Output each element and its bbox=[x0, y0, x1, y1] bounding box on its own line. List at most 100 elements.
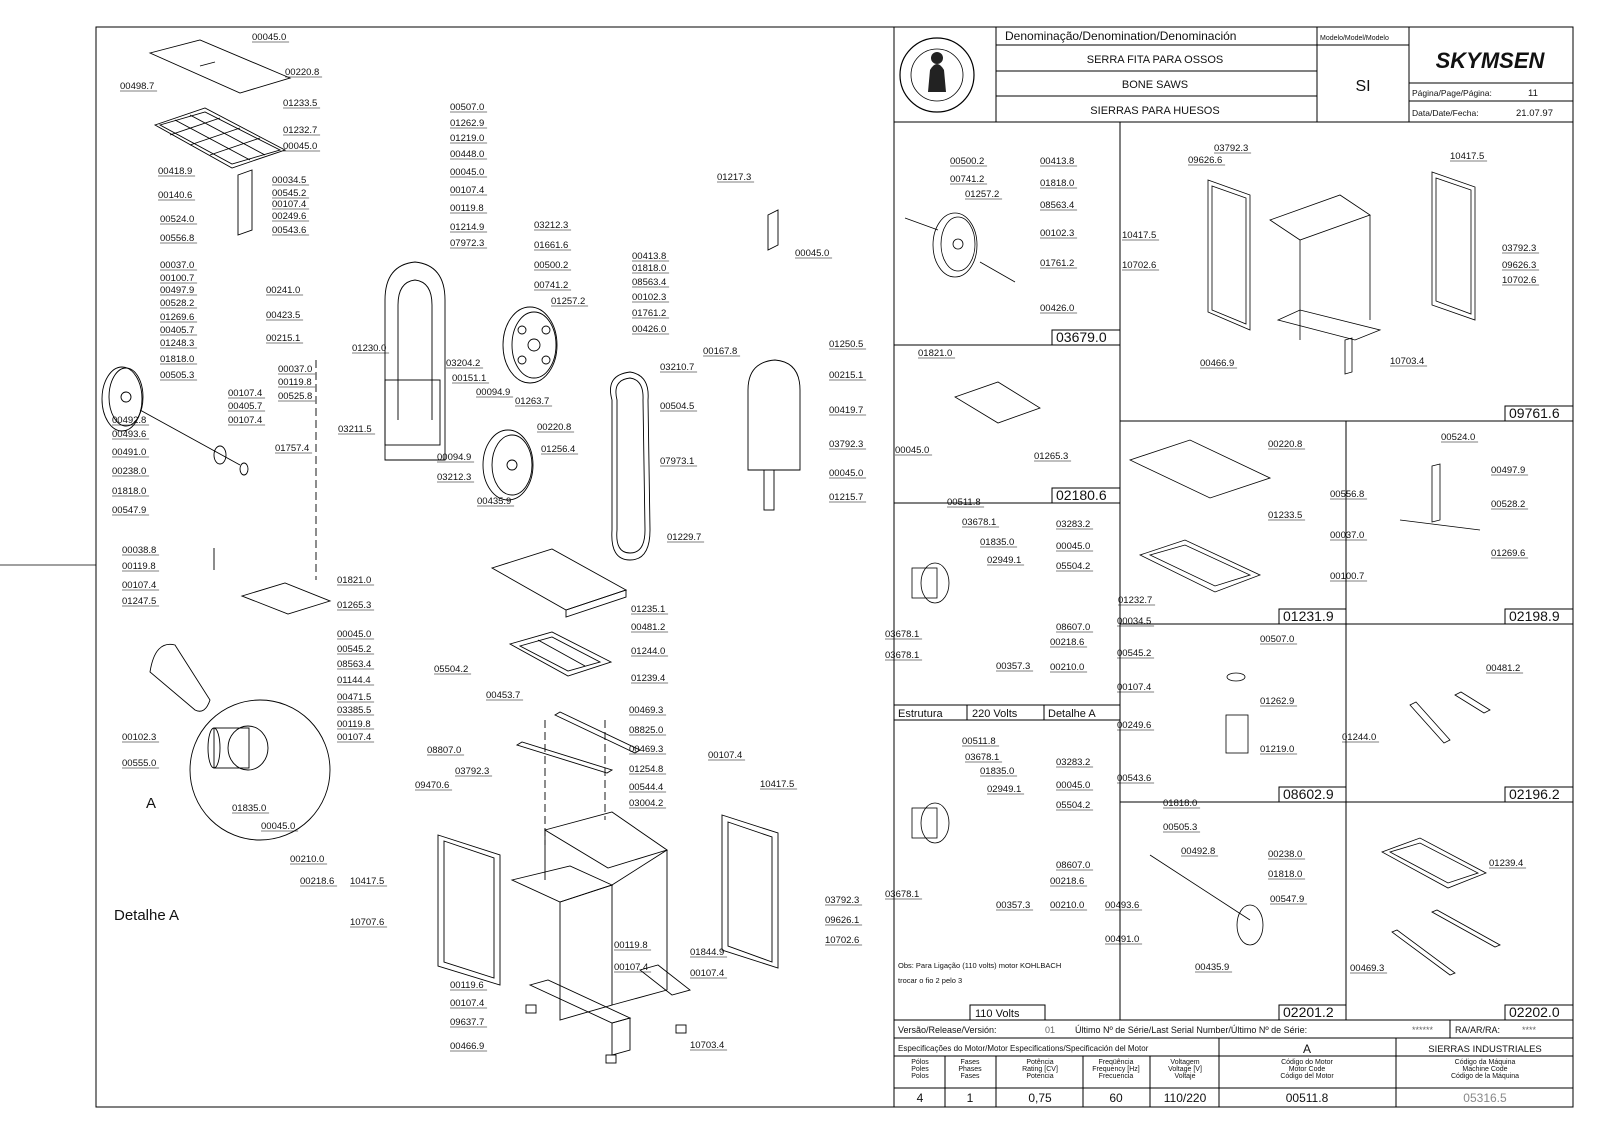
detail-ref: A bbox=[1303, 1042, 1311, 1056]
part-number-label: 00555.0 bbox=[122, 758, 156, 769]
part-number-label: 00741.2 bbox=[534, 280, 568, 291]
panel-part-label: 00511.8 bbox=[947, 497, 981, 508]
motor-spec-columns: PólosPolesPolos4FasesPhasesFases1Potênci… bbox=[911, 1059, 1519, 1105]
panel-grid bbox=[893, 27, 1574, 1107]
part-number-label: 00038.8 bbox=[122, 545, 156, 556]
part-number-label: 00045.0 bbox=[283, 141, 317, 152]
part-number-label: 00528.2 bbox=[160, 298, 194, 309]
part-number-label: 03792.3 bbox=[825, 895, 859, 906]
part-number-label: 00107.4 bbox=[614, 962, 648, 973]
name-en: BONE SAWS bbox=[1122, 79, 1188, 91]
panel-part-label: 08607.0 bbox=[1056, 622, 1090, 633]
panel-part-label: 03792.3 bbox=[1502, 243, 1536, 254]
part-number-label: 01821.0 bbox=[337, 575, 371, 586]
spec-column-header: Frequency [Hz] bbox=[1092, 1066, 1140, 1073]
part-number-label: 00102.3 bbox=[122, 732, 156, 743]
panel-part-label: 03678.1 bbox=[962, 517, 996, 528]
part-number-label: 00448.0 bbox=[450, 149, 484, 160]
part-number-label: 01265.3 bbox=[337, 600, 371, 611]
part-number-label: 00045.0 bbox=[337, 629, 371, 640]
part-number-label: 01757.4 bbox=[275, 443, 309, 454]
panel-code: 08602.9 bbox=[1283, 786, 1334, 802]
panel-code: 09761.6 bbox=[1509, 405, 1560, 421]
part-number-label: 01818.0 bbox=[112, 486, 146, 497]
panel-part-label: 00500.2 bbox=[950, 156, 984, 167]
panel-code: 02202.0 bbox=[1509, 1004, 1560, 1020]
part-number-label: 00107.4 bbox=[228, 388, 262, 399]
part-number-label: 00453.7 bbox=[486, 690, 520, 701]
spec-column-value: 1 bbox=[967, 1091, 974, 1105]
part-number-label: 07972.3 bbox=[450, 238, 484, 249]
part-number-label: 01661.6 bbox=[534, 240, 568, 251]
part-number-label: 10417.5 bbox=[350, 876, 384, 887]
part-number-label: 08563.4 bbox=[337, 659, 371, 670]
part-number-label: 01247.5 bbox=[122, 596, 156, 607]
part-number-label: 00045.0 bbox=[252, 32, 286, 43]
caption-110-volts: 110 Volts bbox=[975, 1008, 1020, 1020]
panel-part-label: 01219.0 bbox=[1260, 744, 1294, 755]
part-number-label: 01844.9 bbox=[690, 947, 724, 958]
part-number-label: 00556.8 bbox=[160, 233, 194, 244]
part-number-label: 05504.2 bbox=[434, 664, 468, 675]
part-number-label: 00505.3 bbox=[160, 370, 194, 381]
spec-column-header: Pólos bbox=[911, 1059, 929, 1066]
panel-part-label: 00435.9 bbox=[1195, 962, 1229, 973]
part-number-label: 00405.7 bbox=[160, 325, 194, 336]
name-es: SIERRAS PARA HUESOS bbox=[1090, 105, 1219, 117]
part-number-label: 01818.0 bbox=[160, 354, 194, 365]
part-number-label: 01230.0 bbox=[352, 343, 386, 354]
panel-part-label: 00507.0 bbox=[1260, 634, 1294, 645]
part-number-label: 03211.5 bbox=[338, 424, 372, 435]
part-number-label: 00469.3 bbox=[629, 705, 663, 716]
panel-part-label: 00545.2 bbox=[1117, 648, 1151, 659]
part-number-label: 00524.0 bbox=[160, 214, 194, 225]
part-number-label: 00241.0 bbox=[266, 285, 300, 296]
note-line-1: Obs: Para Ligação (110 volts) motor KOHL… bbox=[898, 961, 1061, 970]
panel-part-label: 00037.0 bbox=[1330, 530, 1364, 541]
authorized-service-seal bbox=[899, 37, 975, 113]
part-number-label: 01217.3 bbox=[717, 172, 751, 183]
part-number-label: 00034.5 bbox=[272, 175, 306, 186]
panel-part-label: 00511.8 bbox=[962, 736, 996, 747]
panel-code: 02198.9 bbox=[1509, 608, 1560, 624]
ra-label: RA/AR/RA: bbox=[1455, 1025, 1500, 1035]
part-number-label: 00507.0 bbox=[450, 102, 484, 113]
part-number-label: 07973.1 bbox=[660, 456, 694, 467]
spec-column-header: Fases bbox=[960, 1073, 980, 1080]
panel-code: 02180.6 bbox=[1056, 487, 1107, 503]
part-number-label: 00107.4 bbox=[450, 998, 484, 1009]
panel-part-label: 01239.4 bbox=[1489, 858, 1523, 869]
panel-code: 01231.9 bbox=[1283, 608, 1334, 624]
part-number-label: 00119.8 bbox=[122, 561, 156, 572]
panel-part-label: 03283.2 bbox=[1056, 519, 1090, 530]
spec-column-value: 05316.5 bbox=[1463, 1091, 1507, 1105]
ra-value: **** bbox=[1522, 1025, 1537, 1035]
part-number-label: 01235.1 bbox=[631, 604, 665, 615]
part-number-label: 01144.4 bbox=[337, 675, 371, 686]
part-number-label: 00220.8 bbox=[537, 422, 571, 433]
part-number-label: 01215.7 bbox=[829, 492, 863, 503]
part-number-label: 03385.5 bbox=[337, 705, 371, 716]
panel-part-label: 00543.6 bbox=[1117, 773, 1151, 784]
panel-part-label: 09626.6 bbox=[1188, 155, 1222, 166]
part-number-label: 00107.4 bbox=[450, 185, 484, 196]
part-number-label: 03212.3 bbox=[437, 472, 471, 483]
panel-part-label: 05504.2 bbox=[1056, 800, 1090, 811]
part-number-label: 01256.4 bbox=[541, 444, 575, 455]
part-number-label: 01250.5 bbox=[829, 339, 863, 350]
part-number-label: 00151.1 bbox=[452, 373, 486, 384]
detail-a-caption: Detalhe A bbox=[114, 907, 179, 924]
part-number-label: 00413.8 bbox=[632, 251, 666, 262]
part-number-label: 00045.0 bbox=[450, 167, 484, 178]
panel-part-label: 00413.8 bbox=[1040, 156, 1074, 167]
part-number-label: 01214.9 bbox=[450, 222, 484, 233]
part-number-label: 00493.6 bbox=[112, 429, 146, 440]
part-number-label: 00037.0 bbox=[160, 260, 194, 271]
panel-part-label: 00505.3 bbox=[1163, 822, 1197, 833]
part-number-label: 03204.2 bbox=[446, 358, 480, 369]
part-number-label: 00107.4 bbox=[708, 750, 742, 761]
spec-column-header: Machine Code bbox=[1462, 1066, 1507, 1073]
part-number-label: 10703.4 bbox=[690, 1040, 724, 1051]
spec-column-header: Voltage [V] bbox=[1168, 1066, 1202, 1073]
